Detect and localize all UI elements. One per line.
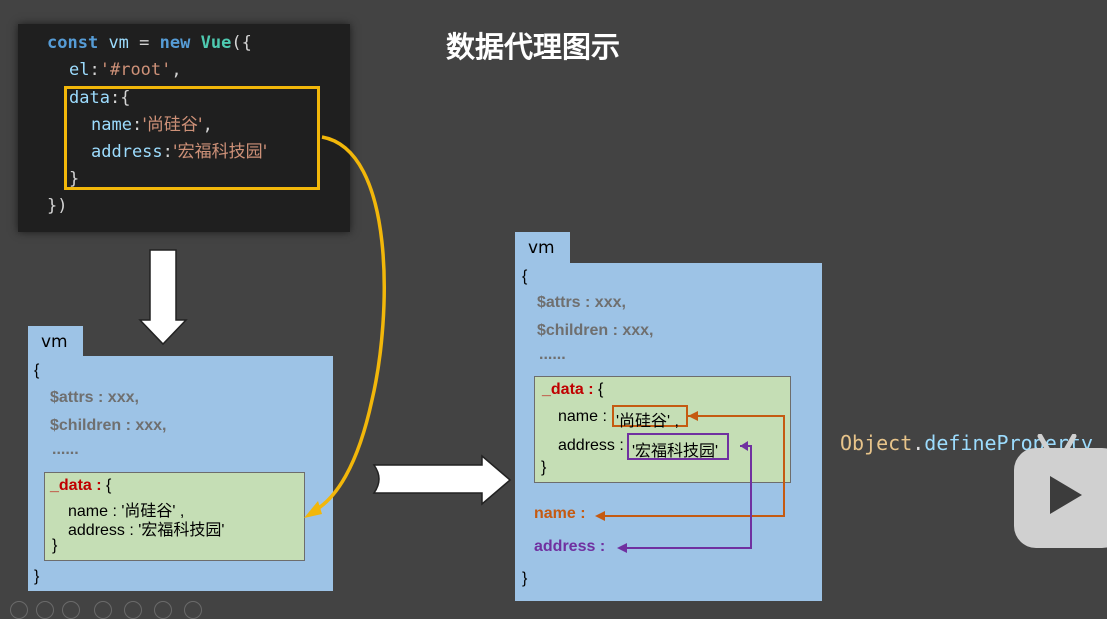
curved-arrow-head [304,501,322,518]
vm-left-data-address: address : '宏福科技园' [68,522,225,539]
string-root: '#root' [99,60,172,80]
data-open-brace: { [593,381,604,398]
define-property-label: Object.defineProperty [840,431,1093,455]
address-arrow-head-top [740,441,748,451]
page-title: 数据代理图示 [446,30,621,64]
right-arrow-icon [372,454,512,506]
vm-right-data-close: } [541,459,547,476]
toolbar-subtitle-icon[interactable] [154,601,172,619]
toolbar-slides-icon[interactable] [94,601,112,619]
vm-left-tab: vm [28,326,83,358]
open-bracket: ({ [231,33,252,53]
name-arrow-head-bottom [595,511,605,521]
comma: , [171,60,182,80]
play-icon[interactable] [1050,476,1082,514]
code-line-7: }) [47,196,68,216]
address-arrow-head-bottom [617,543,627,553]
vm-left-data-box [44,472,305,561]
toolbar-zoom-icon[interactable] [124,601,142,619]
dot-label: . [912,431,925,455]
vm-left-close-brace: } [34,568,40,585]
colon: : [89,60,100,80]
vm-left-data-name: name : '尚硅谷' , [68,503,185,520]
data-key-label: _data : [50,477,102,494]
toolbar-prev-icon[interactable] [10,601,28,619]
prop-el: el [69,60,90,80]
data-open-brace: { [101,477,112,494]
vm-left-attrs: $attrs : xxx, [50,389,139,406]
code-line-6: } [69,169,80,189]
vm-left-ellipsis: ...... [52,441,79,458]
vm-right-data-box [534,376,791,483]
vm-right-data-header: _data : { [542,381,603,399]
prop-name: name [91,115,132,135]
name-arrow-head-top [688,411,698,421]
colon: : [162,142,173,162]
down-arrow-icon [138,249,188,346]
colon: : [131,115,143,135]
vm-right-data-address-key: address : [558,437,624,454]
object-label: Object [840,431,913,455]
vm-right-tab: vm [515,232,570,265]
vm-right-children: $children : xxx, [537,322,654,339]
equals-sign: = [139,33,150,53]
code-line-4: name:'尚硅谷', [91,114,213,136]
prop-data: data [69,88,110,108]
toolbar-pen-icon[interactable] [62,601,80,619]
vm-left-data-close: } [52,537,58,554]
data-key-label: _data : [542,381,594,398]
code-line-2: el:'#root', [69,59,182,81]
address-value-highlight [627,433,729,460]
name-connector [602,415,785,517]
vm-right-ellipsis: ...... [539,346,566,363]
code-line-1: const vm = new Vue({ [47,32,252,54]
vm-left-children: $children : xxx, [50,417,167,434]
keyword-const: const [47,33,99,53]
class-vue: Vue [200,33,232,53]
name-value-highlight [612,405,688,427]
vm-right-data-name-value: '尚硅谷' , [616,413,680,430]
vm-right-data-address-value: '宏福科技园' [632,443,719,460]
play-button-ears [1037,434,1077,453]
vm-right-attrs: $attrs : xxx, [537,294,626,311]
code-line-3: data:{ [69,87,130,109]
code-editor-panel: const vm = new Vue({ el:'#root', data:{ … [18,24,350,232]
comma: , [202,115,213,135]
proxy-name-label: name : [534,505,586,522]
proxy-address-label: address : [534,538,606,555]
string-address: '宏福科技园' [172,142,268,162]
open-brace: :{ [109,88,131,108]
toolbar-next-icon[interactable] [36,601,54,619]
curved-arrow-icon [311,135,386,514]
vm-right-open-brace: { [522,268,528,285]
toolbar-more-icon[interactable] [184,601,202,619]
prop-address: address [91,142,163,162]
variable-vm: vm [108,33,129,53]
code-line-5: address:'宏福科技园' [91,141,267,163]
string-name: '尚硅谷' [142,115,203,135]
vm-left-data-header: _data : { [50,477,111,495]
data-highlight-box [64,86,320,190]
vm-left-open-brace: { [34,362,40,379]
keyword-new: new [159,33,191,53]
vm-right-close-brace: } [522,570,528,587]
vm-right-data-name-key: name : [558,408,607,425]
address-connector [624,445,752,549]
